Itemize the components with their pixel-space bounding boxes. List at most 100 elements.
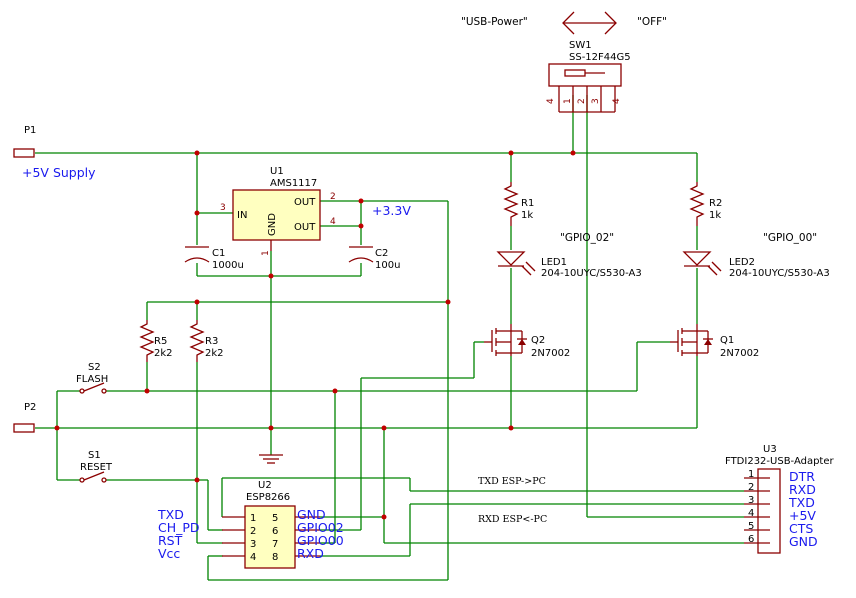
svg-text:DTR: DTR [789, 469, 815, 484]
svg-text:2N7002: 2N7002 [531, 348, 570, 359]
led-1: "GPIO_02" LED1 204-10UYC/S530-A3 [496, 232, 642, 279]
svg-text:6: 6 [748, 534, 754, 545]
resistor-r3: R3 2k2 [189, 320, 224, 362]
led-2: "GPIO_00" LED2 204-10UYC/S530-A3 [682, 232, 830, 279]
svg-text:1: 1 [563, 98, 573, 104]
svg-text:S1: S1 [88, 450, 101, 461]
p1-ref: P1 [24, 125, 36, 136]
svg-text:1000u: 1000u [212, 260, 244, 271]
junctions [54, 150, 576, 520]
switch-ref: SW1 [569, 40, 592, 51]
note-rxd: RXD ESP<-PC [478, 514, 547, 525]
svg-text:3: 3 [250, 539, 256, 550]
svg-text:3: 3 [748, 495, 754, 506]
svg-text:R2: R2 [709, 198, 722, 209]
capacitor-c2: C2 100u [348, 246, 400, 271]
u1-ref: U1 [270, 166, 284, 177]
svg-text:GPIO02: GPIO02 [297, 520, 344, 535]
svg-text:Q1: Q1 [720, 335, 734, 346]
svg-text:2N7002: 2N7002 [720, 348, 759, 359]
svg-text:3: 3 [591, 98, 601, 104]
connector-p2: P2 [13, 402, 36, 433]
svg-text:C2: C2 [375, 248, 388, 259]
svg-text:1: 1 [261, 250, 271, 256]
svg-text:4: 4 [330, 217, 336, 227]
switch-label-left: "USB-Power" [461, 16, 528, 28]
svg-text:2: 2 [577, 98, 587, 104]
svg-text:RXD: RXD [297, 546, 324, 561]
svg-text:LED2: LED2 [729, 257, 755, 268]
svg-text:TXD: TXD [157, 507, 184, 522]
esp8266-u2: U2 ESP8266 1 2 3 4 5 6 7 8 TXD CH_PD RST… [157, 480, 344, 569]
svg-text:2: 2 [330, 192, 336, 202]
p1-net-label: +5V Supply [22, 165, 96, 180]
svg-text:OUT: OUT [294, 197, 316, 208]
button-s1: S1 RESET [79, 450, 113, 483]
svg-text:RXD: RXD [789, 482, 816, 497]
svg-text:FTDI232-USB-Adapter: FTDI232-USB-Adapter [725, 456, 835, 467]
svg-text:5: 5 [272, 513, 278, 524]
svg-text:CTS: CTS [789, 521, 813, 536]
resistor-r5: R5 2k2 [139, 320, 173, 362]
svg-text:GND: GND [267, 213, 278, 236]
svg-text:6: 6 [272, 526, 278, 537]
svg-text:1k: 1k [521, 210, 533, 221]
svg-text:LED1: LED1 [541, 257, 567, 268]
resistor-r1: R1 1k [503, 182, 534, 226]
svg-text:100u: 100u [375, 260, 400, 271]
button-s2: S2 FLASH [76, 362, 108, 394]
p2-ref: P2 [24, 402, 36, 413]
svg-text:5: 5 [748, 521, 754, 532]
svg-text:TXD: TXD [788, 495, 815, 510]
regulator-u1: U1 AMS1117 IN OUT OUT GND 3 2 4 1 +3.3V [220, 166, 411, 256]
svg-text:U3: U3 [763, 444, 777, 455]
svg-text:R5: R5 [154, 336, 167, 347]
svg-text:CH_PD: CH_PD [158, 520, 200, 535]
led1-net-label: "GPIO_02" [560, 232, 614, 244]
connector-p1: P1 +5V Supply [13, 125, 96, 180]
ground-symbol [259, 454, 283, 464]
svg-text:IN: IN [237, 210, 247, 221]
switch-value: SS-12F44G5 [569, 52, 631, 63]
svg-text:1: 1 [250, 513, 256, 524]
svg-text:OUT: OUT [294, 222, 316, 233]
svg-text:1k: 1k [709, 210, 721, 221]
svg-text:2k2: 2k2 [205, 348, 224, 359]
svg-text:Q2: Q2 [531, 335, 545, 346]
svg-text:8: 8 [272, 552, 278, 563]
svg-text:FLASH: FLASH [76, 374, 108, 385]
svg-text:S2: S2 [88, 362, 101, 373]
svg-text:R3: R3 [205, 336, 218, 347]
u1-value: AMS1117 [270, 178, 317, 189]
wires [35, 95, 744, 581]
net-3v3-label: +3.3V [372, 203, 411, 218]
svg-text:4: 4 [250, 552, 256, 563]
svg-text:+5V: +5V [789, 508, 816, 523]
svg-text:R1: R1 [521, 198, 534, 209]
svg-text:GND: GND [297, 507, 326, 522]
svg-text:7: 7 [272, 539, 278, 550]
svg-text:2: 2 [250, 526, 256, 537]
svg-text:RST: RST [158, 533, 183, 548]
resistor-r2: R2 1k [689, 182, 722, 226]
svg-text:204-10UYC/S530-A3: 204-10UYC/S530-A3 [729, 268, 830, 279]
led2-net-label: "GPIO_00" [763, 232, 817, 244]
svg-text:ESP8266: ESP8266 [246, 492, 290, 503]
svg-text:Vcc: Vcc [158, 546, 180, 561]
svg-text:C1: C1 [212, 248, 225, 259]
svg-text:4: 4 [612, 98, 622, 104]
switch-label-right: "OFF" [637, 16, 667, 28]
ftdi-u3: U3 FTDI232-USB-Adapter 1 2 3 4 5 6 DTR R… [725, 444, 835, 554]
note-txd: TXD ESP->PC [478, 476, 546, 487]
svg-text:4: 4 [546, 98, 556, 104]
svg-text:1: 1 [748, 469, 754, 480]
svg-text:GND: GND [789, 534, 818, 549]
svg-text:2: 2 [748, 482, 754, 493]
svg-text:3: 3 [220, 203, 226, 213]
mosfet-q1: Q1 2N7002 [670, 324, 759, 359]
svg-text:U2: U2 [258, 480, 272, 491]
svg-text:2k2: 2k2 [154, 348, 173, 359]
svg-text:204-10UYC/S530-A3: 204-10UYC/S530-A3 [541, 268, 642, 279]
